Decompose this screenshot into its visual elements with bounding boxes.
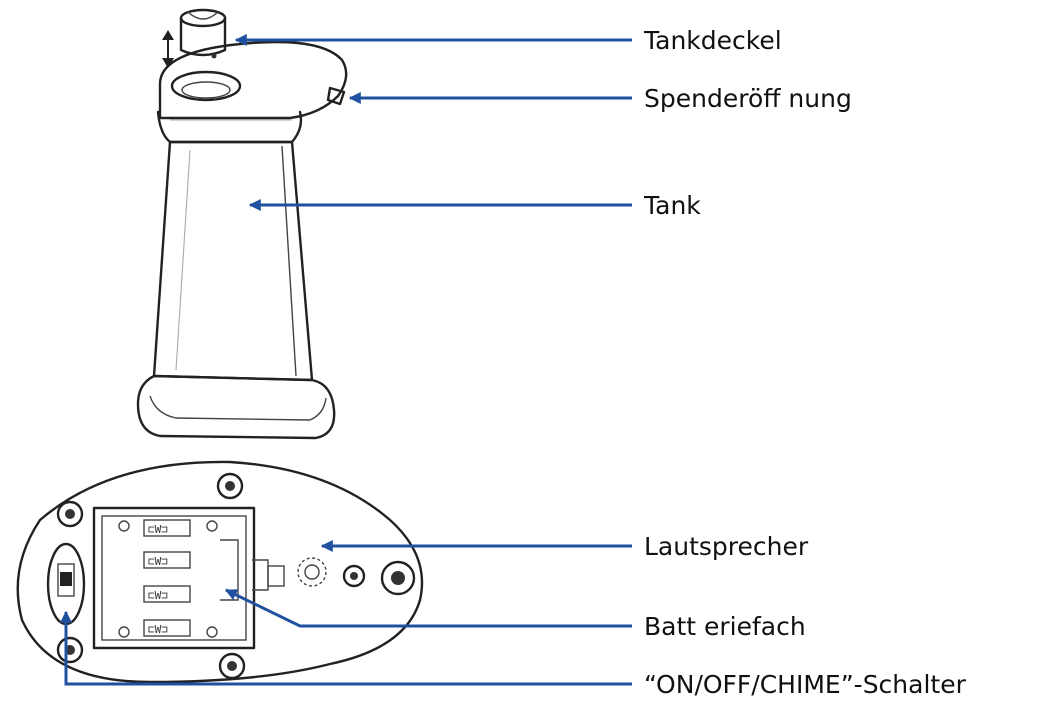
label-tank-lid: Tankdeckel [643,26,782,55]
tank-body [152,140,314,382]
label-dispenser-opening: Spenderöff nung [644,84,852,113]
arrow-battery-compartment [224,588,632,628]
callout-labels: Tankdeckel Spenderöff nung Tank Lautspre… [643,26,967,699]
svg-text:⊏W⊐: ⊏W⊐ [148,523,168,536]
battery-slot-2: ⊏W⊐ [143,551,191,569]
svg-text:⊏W⊐: ⊏W⊐ [148,555,168,568]
dispenser-head [156,40,348,144]
label-switch: “ON/OFF/CHIME”-Schalter [644,670,967,699]
screw-top-left [56,500,84,528]
dispenser-underside-view: ⊏W⊐ ⊏W⊐ ⊏W⊐ ⊏W⊐ [16,460,424,684]
svg-text:⊏W⊐: ⊏W⊐ [148,623,168,636]
battery-slot-4: ⊏W⊐ [143,619,191,637]
speaker [297,557,327,587]
battery-slot-3: ⊏W⊐ [143,585,191,603]
battery-compartment: ⊏W⊐ ⊏W⊐ ⊏W⊐ ⊏W⊐ [92,506,285,650]
arrow-switch [60,610,632,686]
label-speaker: Lautsprecher [644,532,809,561]
svg-text:⊏W⊐: ⊏W⊐ [148,589,168,602]
dispenser-base [136,374,336,440]
screw-bottom-left [56,636,84,664]
screw-right [380,560,416,596]
label-tank: Tank [643,191,701,220]
screw-bottom-center [218,652,246,680]
dispenser-side-view [136,8,348,440]
up-down-arrow-icon [162,30,174,68]
screw-top-center [216,472,244,500]
leader-arrows [60,34,632,686]
label-battery-compartment: Batt eriefach [644,612,806,641]
tank-lid [179,8,227,59]
screw-mid-right [342,564,366,588]
battery-slot-1: ⊏W⊐ [143,519,191,537]
